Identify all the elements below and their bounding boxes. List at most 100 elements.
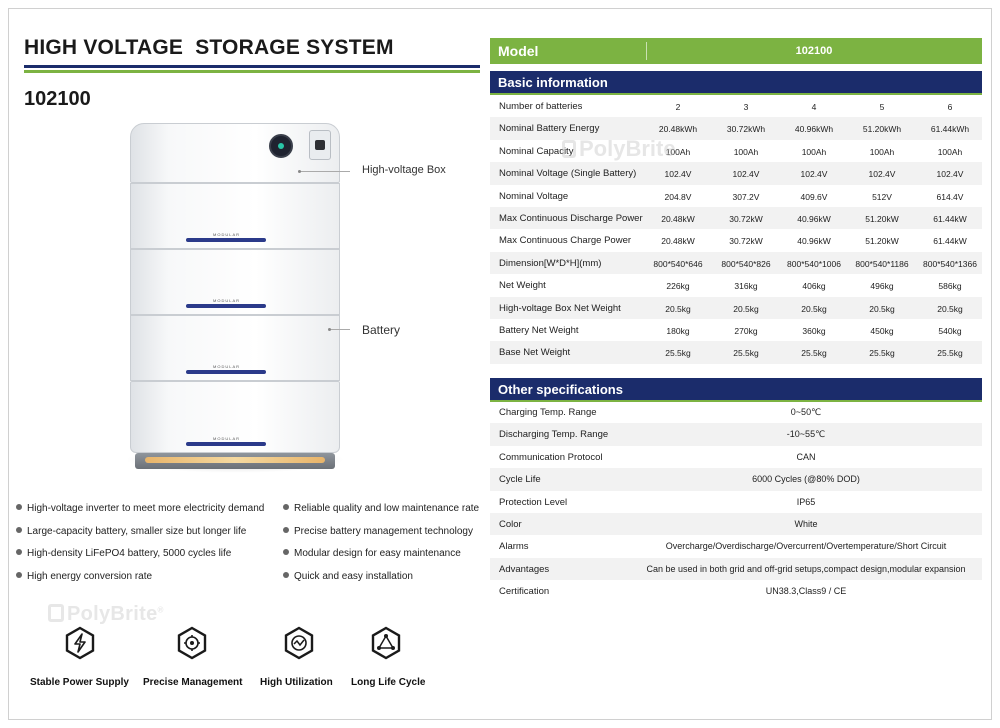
callout-battery: Battery [362, 323, 401, 337]
power-port-icon [309, 130, 331, 160]
section-other-specifications: Other specifications [490, 378, 982, 400]
table-cell: 4 [811, 102, 817, 112]
row-label: Nominal Battery Energy [499, 123, 600, 135]
table-cell: 25.5kg [937, 348, 963, 359]
bullet-icon [283, 504, 289, 511]
model-header-bar: Model 102100 [490, 38, 982, 64]
feature-item: Precise battery management technology [283, 526, 473, 537]
module-stripe [186, 370, 266, 374]
table-cell: 25.5kg [665, 348, 691, 359]
battery-module-2: MODULAR [130, 249, 340, 315]
network-triangle-icon [369, 626, 403, 660]
row-value: Can be used in both grid and off-grid se… [646, 563, 966, 574]
row-label: Battery Net Weight [499, 325, 579, 336]
table-cell: 25.5kg [869, 348, 895, 359]
table-cell: 409.6V [800, 191, 828, 202]
table-cell: 450kg [870, 326, 894, 336]
callout-high-voltage-box: High-voltage Box [362, 164, 446, 176]
module-stripe [186, 442, 266, 446]
row-label: Nominal Capacity [499, 145, 574, 157]
module-stripe [186, 238, 266, 242]
table-cell: 61.44kW [933, 236, 967, 247]
battery-module-3: MODULAR [130, 315, 340, 381]
feature-item: Modular design for easy maintenance [283, 548, 461, 559]
table-cell: 102.4V [800, 169, 828, 180]
row-label: Discharging Temp. Range [499, 429, 609, 441]
table-cell: 20.48kW [661, 214, 695, 224]
high-voltage-box-unit [130, 123, 340, 183]
page-frame [8, 8, 992, 720]
table-cell: 40.96kW [797, 214, 831, 224]
table-cell: 800*540*826 [721, 258, 771, 269]
table-cell: 800*540*1186 [855, 258, 909, 269]
table-cell: 226kg [666, 281, 690, 292]
module-label: MODULAR [213, 232, 241, 237]
brand-mark-icon [48, 604, 64, 622]
bullet-icon [283, 572, 289, 579]
table-cell: 102.4V [732, 169, 760, 180]
row-label: Cycle Life [499, 474, 541, 486]
battery-module-1: MODULAR [130, 183, 340, 249]
table-cell: 51.20kW [865, 214, 899, 224]
bullet-icon [16, 527, 22, 534]
bullet-icon [16, 549, 22, 556]
feature-item: High energy conversion rate [16, 571, 152, 582]
row-value: UN38.3,Class9 / CE [765, 586, 847, 597]
table-row: Nominal Battery Energy 20.48kWh 30.72kWh 40… [490, 117, 982, 140]
table-cell: 40.96kWh [794, 124, 834, 135]
row-label: Charging Temp. Range [499, 407, 597, 418]
feature-item: High-voltage inverter to meet more elect… [16, 503, 264, 514]
row-label: Net Weight [499, 280, 546, 292]
table-cell: 61.44kWh [930, 124, 970, 135]
row-value: White [794, 519, 818, 529]
row-value: IP65 [796, 496, 816, 507]
gear-circuit-icon [175, 626, 209, 660]
table-cell: 61.44kW [933, 214, 967, 224]
highlight-label: Long Life Cycle [351, 677, 426, 688]
title-rule-navy [24, 65, 480, 68]
table-cell: 5 [879, 102, 885, 112]
table-cell: 102.4V [936, 169, 964, 180]
table-cell: 800*540*1006 [787, 258, 841, 269]
brand-logo: PolyBrite® [48, 603, 164, 626]
cycle-gauge-icon [282, 626, 316, 660]
highlight-label: High Utilization [260, 677, 333, 688]
row-label: Max Continuous Charge Power [499, 235, 632, 247]
feature-item: High-density LiFePO4 battery, 5000 cycle… [16, 548, 231, 559]
brand-watermark: PolyBrite [562, 136, 676, 162]
title-rule-green [24, 70, 480, 73]
table-cell: 30.72kW [729, 236, 763, 247]
table-cell: 30.72kWh [726, 124, 766, 135]
table-cell: 614.4V [936, 191, 964, 202]
table-cell: 360kg [802, 326, 826, 336]
table-cell: 20.5kg [665, 303, 691, 314]
lightning-icon [63, 626, 97, 660]
table-cell: 270kg [734, 326, 758, 336]
row-label: High-voltage Box Net Weight [499, 302, 621, 314]
table-cell: 100Ah [665, 146, 691, 157]
row-label: Base Net Weight [499, 347, 571, 359]
table-cell: 307.2V [732, 191, 760, 202]
row-label: Communication Protocol [499, 451, 603, 463]
table-cell: 180kg [666, 326, 690, 336]
table-row: Discharging Temp. Range-10~55℃ [490, 423, 982, 446]
table-cell: 100Ah [801, 146, 827, 157]
watermark-mark-icon [562, 140, 576, 158]
table-cell: 20.5kg [869, 303, 895, 314]
table-cell: 800*540*1366 [923, 258, 977, 269]
table-cell: 800*540*646 [653, 258, 703, 269]
table-cell: 20.48kWh [658, 124, 698, 135]
table-cell: 512V [872, 191, 892, 202]
table-cell: 496kg [870, 281, 894, 292]
